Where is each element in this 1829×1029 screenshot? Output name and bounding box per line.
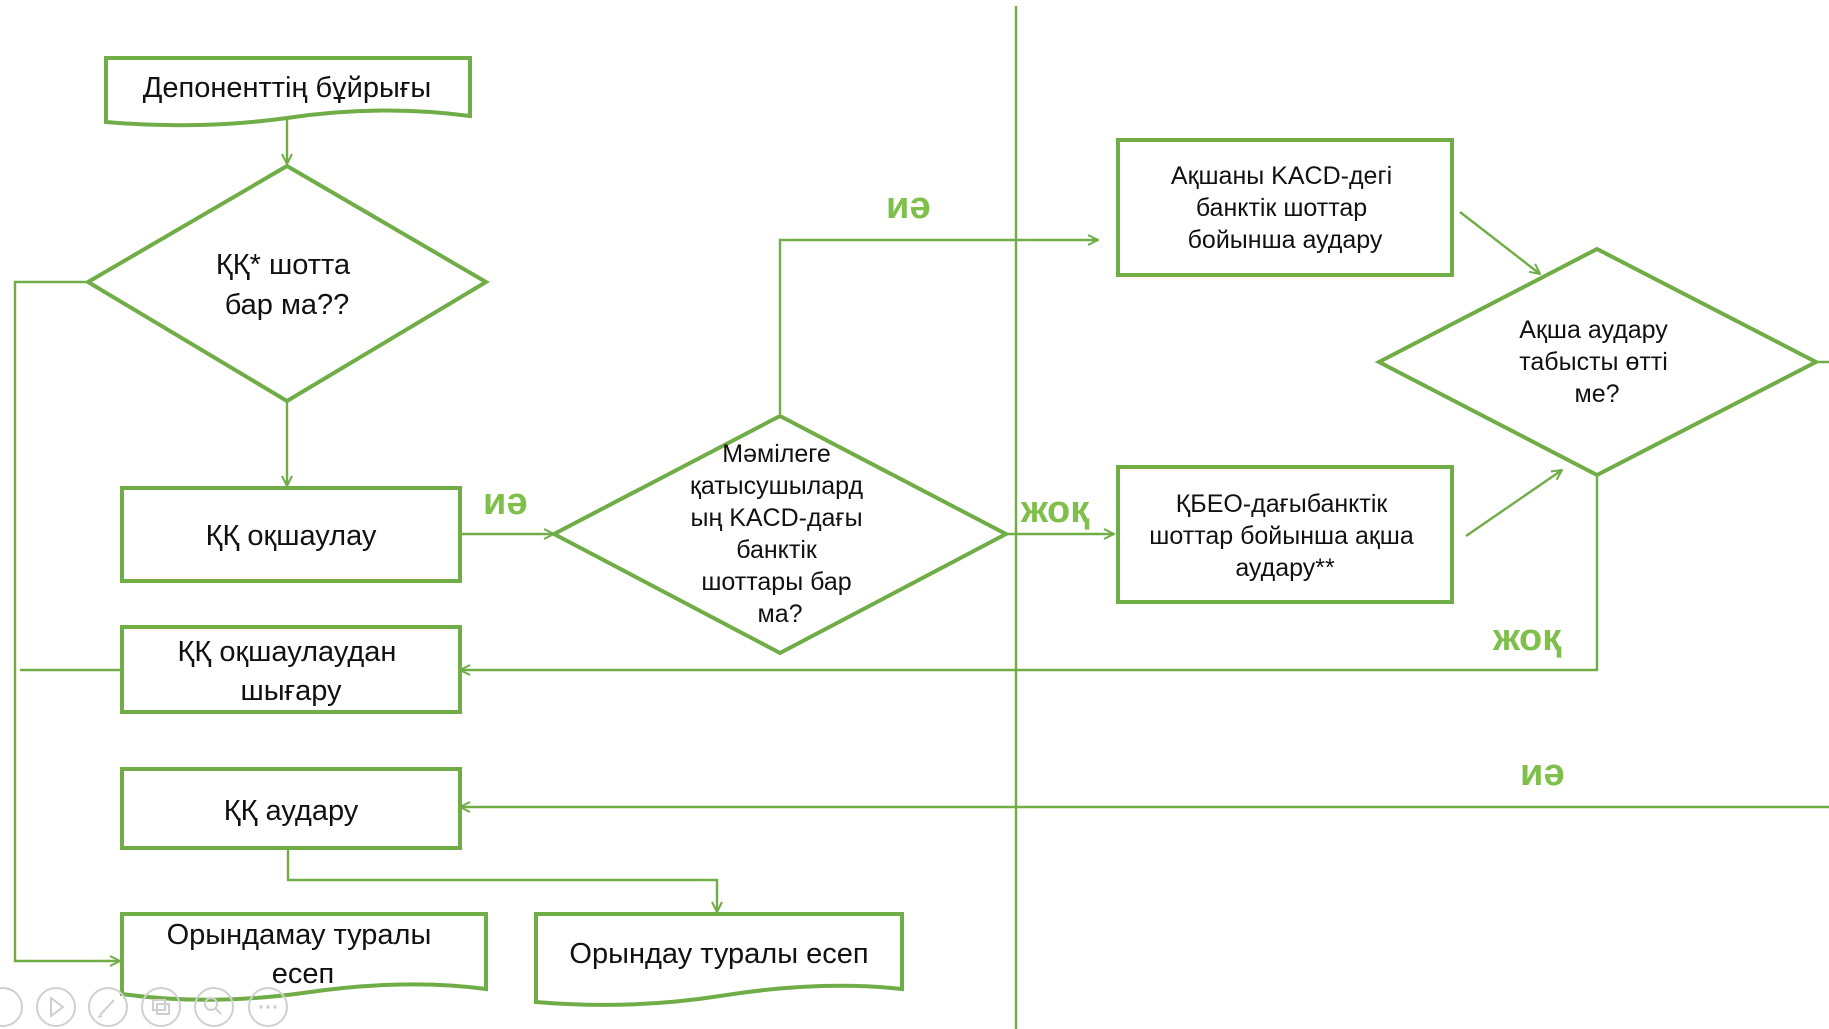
zoom-icon[interactable]: [194, 987, 234, 1027]
prev-icon[interactable]: [0, 987, 23, 1027]
release-label: ҚҚ оқшаулаудан шығару: [178, 636, 405, 707]
slides-icon[interactable]: [141, 987, 181, 1027]
edge-participants-yes-to-kacd: [778, 240, 1098, 414]
isolate-label: ҚҚ оқшаулау: [206, 520, 377, 552]
label-yes-success: иә: [1520, 752, 1565, 794]
participants-question-label: Мәмілеге қатысушылард ың KACD-дағы банкт…: [690, 440, 870, 628]
transfer-kbeo-label: ҚБЕО-дағыбанктік шоттар бойынша ақша ауд…: [1149, 490, 1420, 582]
node-depositor-order: Депоненттің бұйрығы: [104, 56, 472, 128]
node-transfer-cc: ҚҚ аудару: [120, 767, 462, 850]
label-yes-isolate: иә: [483, 481, 528, 523]
nonexec-report-label: Орындамау туралы есеп: [167, 919, 440, 990]
node-isolate: ҚҚ оқшаулау: [120, 486, 462, 583]
label-no-participants: жоқ: [1020, 489, 1090, 531]
has-account-label: ҚҚ* шотта бар ма??: [216, 249, 358, 321]
node-transfer-kbeo: ҚБЕО-дағыбанктік шоттар бойынша ақша ауд…: [1116, 465, 1454, 604]
slideshow-controls: [0, 987, 288, 1027]
node-transfer-kacd: Ақшаны KACD-дегі банктік шоттар бойынша …: [1116, 138, 1454, 277]
more-icon[interactable]: [248, 987, 288, 1027]
transfer-kacd-label: Ақшаны KACD-дегі банктік шоттар бойынша …: [1171, 162, 1399, 254]
transfer-cc-label: ҚҚ аудару: [224, 795, 359, 827]
depositor-order-label: Депоненттің бұйрығы: [143, 72, 432, 104]
label-yes-participants: иә: [886, 185, 931, 227]
edge-kbeo-to-success: [1465, 470, 1562, 537]
play-icon[interactable]: [36, 987, 76, 1027]
transfer-success-label: Ақша аудару табысты өтті ме?: [1519, 316, 1675, 408]
edge-question-no-to-nonexec: [13, 280, 120, 961]
node-release: ҚҚ оқшаулаудан шығару: [120, 625, 462, 714]
node-exec-report: Орындау туралы есеп: [534, 912, 904, 1007]
edge-success-no-to-release: [460, 476, 1599, 670]
node-transfer-success-question: Ақша аудару табысты өтті ме?: [1374, 246, 1821, 478]
edge-transfer-to-exec: [286, 849, 717, 912]
exec-report-label: Орындау туралы есеп: [569, 938, 868, 970]
node-participants-question: Мәмілеге қатысушылард ың KACD-дағы банкт…: [549, 413, 1011, 656]
pen-icon[interactable]: [88, 987, 128, 1027]
node-has-account-question: ҚҚ* шотта бар ма??: [84, 163, 490, 404]
node-nonexec-report: Орындамау туралы есеп: [120, 912, 488, 1002]
connectors: [13, 118, 1829, 961]
label-no-success: жоқ: [1492, 617, 1562, 659]
edge-kacd-to-success: [1459, 211, 1540, 274]
